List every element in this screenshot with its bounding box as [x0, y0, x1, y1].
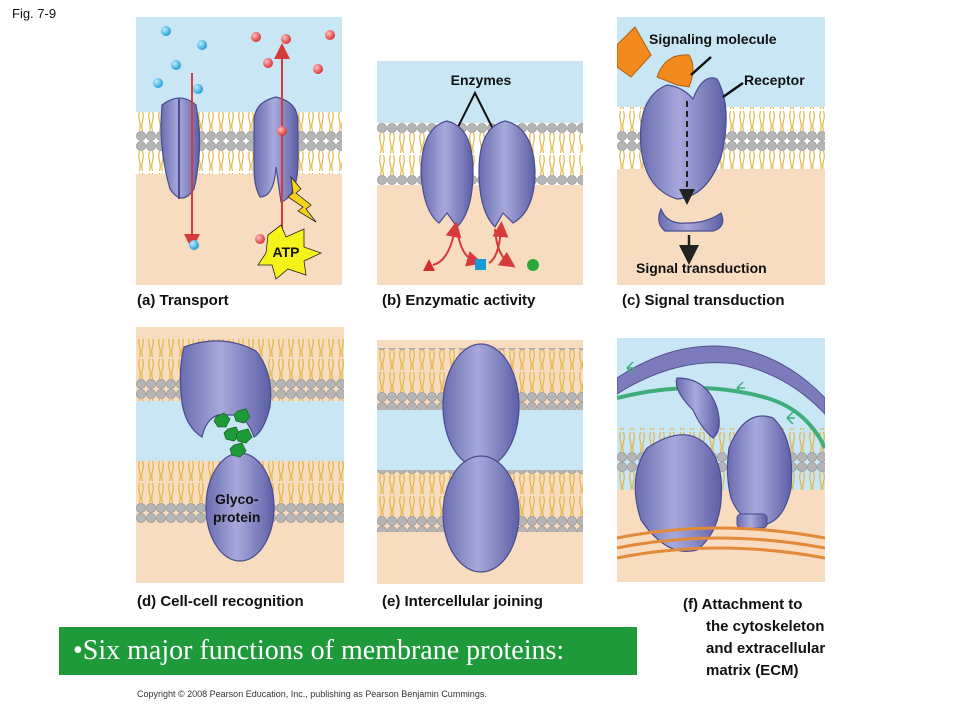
caption-attachment-line4: matrix (ECM)	[706, 662, 799, 679]
figure-label: Fig. 7-9	[12, 6, 57, 21]
transport-panel: ATP	[136, 17, 342, 285]
channel-protein	[160, 97, 201, 199]
energy-bolt	[287, 175, 317, 223]
junction-protein-lower	[442, 455, 520, 573]
banner-text: •Six major functions of membrane protein…	[73, 635, 565, 666]
adhesion-protein-right	[726, 415, 793, 525]
enzymes-pointer	[454, 90, 496, 134]
enzyme-left	[420, 120, 474, 228]
ecm-binding-arm	[675, 377, 720, 439]
ecm-fiber-green	[617, 386, 825, 449]
ecm-fiber-purple	[617, 345, 825, 415]
copyright-notice: Copyright © 2008 Pearson Education, Inc.…	[137, 689, 487, 699]
signal-transduction-label: Signal transduction	[636, 260, 767, 276]
caption-attachment-line3: and extracellular	[706, 640, 826, 657]
glyco-label-line1: Glyco-	[214, 491, 259, 507]
solute-molecules-red	[251, 30, 335, 244]
title-banner: •Six major functions of membrane protein…	[59, 627, 637, 675]
substrate-triangle	[423, 259, 435, 271]
junction-protein-upper	[442, 343, 520, 469]
recognition-panel	[136, 327, 344, 583]
glycoprotein-label: Glyco- protein	[213, 490, 260, 526]
attachment-panel	[617, 338, 825, 582]
caption-attachment-line1: (f) Attachment to	[683, 596, 803, 613]
carbohydrate-chain	[213, 408, 253, 458]
enzymes-label: Enzymes	[451, 72, 512, 88]
pump-protein	[253, 96, 299, 203]
signaling-molecule-bound	[656, 54, 694, 88]
atp-burst	[257, 224, 323, 280]
receptor-protein	[639, 77, 727, 200]
signaling-molecule-free	[617, 26, 652, 78]
caption-enzymatic: (b) Enzymatic activity	[382, 292, 536, 309]
enzymatic-panel: Enzymes	[377, 61, 583, 285]
enzyme-right	[478, 120, 536, 228]
joining-panel	[377, 340, 583, 584]
cytoskeleton-fibers	[617, 526, 825, 560]
solute-molecules-blue	[153, 26, 207, 250]
cytoskeleton-anchor	[736, 513, 768, 529]
signaling-molecule-label: Signaling molecule	[649, 31, 777, 47]
intermediate-square	[475, 259, 486, 270]
caption-transport: (a) Transport	[137, 292, 229, 309]
relay-protein	[658, 207, 724, 232]
caption-recognition: (d) Cell-cell recognition	[137, 593, 304, 610]
glyco-label-line2: protein	[213, 509, 261, 525]
product-sphere	[527, 259, 539, 271]
caption-attachment: (f) Attachment to the cytoskeleton and e…	[683, 594, 825, 682]
receptor-label: Receptor	[744, 72, 805, 88]
caption-attachment-line2: the cytoskeleton	[706, 618, 825, 635]
adhesion-protein-left	[634, 434, 723, 552]
signal-panel	[617, 17, 825, 285]
atp-label: ATP	[273, 244, 300, 260]
caption-joining: (e) Intercellular joining	[382, 593, 543, 610]
caption-signal: (c) Signal transduction	[622, 292, 785, 309]
